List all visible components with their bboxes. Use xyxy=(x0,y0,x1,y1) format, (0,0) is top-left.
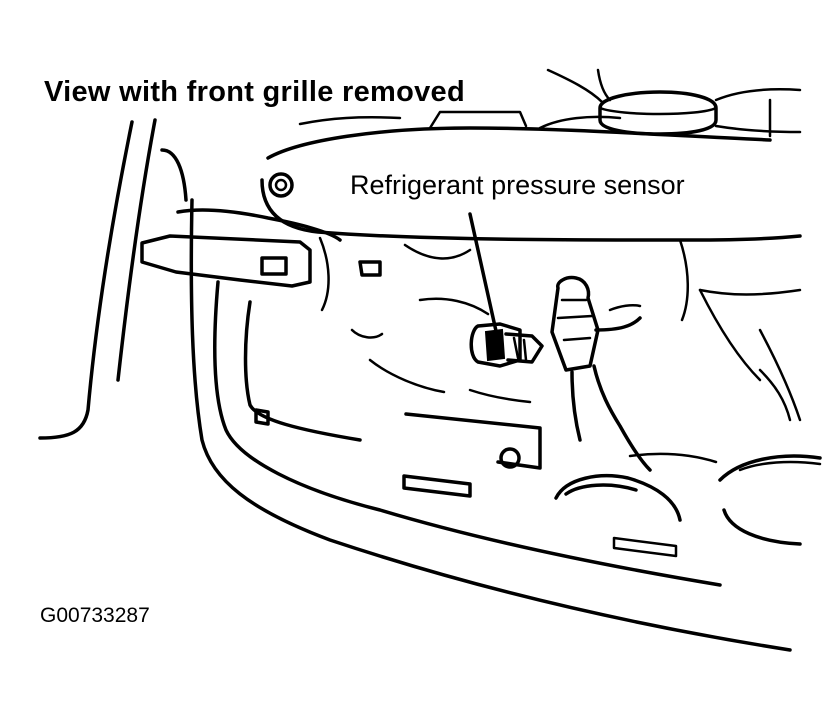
radiator-cap xyxy=(546,68,802,136)
diagram-title: View with front grille removed xyxy=(44,76,465,108)
refrigerant-pressure-sensor xyxy=(469,322,544,368)
radiator-support xyxy=(176,110,802,322)
horn-assembly xyxy=(554,454,822,546)
callout-leader-line xyxy=(468,212,500,342)
headlamp-bracket xyxy=(140,234,312,288)
mount-bolt xyxy=(268,172,294,198)
engine-detail-lines xyxy=(628,98,802,464)
fender-outline xyxy=(38,118,188,440)
front-bumper-outline xyxy=(189,198,792,652)
figure-id: G00733287 xyxy=(40,604,150,627)
condenser-panel xyxy=(350,260,542,470)
sensor-callout-label: Refrigerant pressure sensor xyxy=(350,170,685,200)
lower-bracket xyxy=(254,408,678,558)
wiring-connector xyxy=(550,275,652,472)
